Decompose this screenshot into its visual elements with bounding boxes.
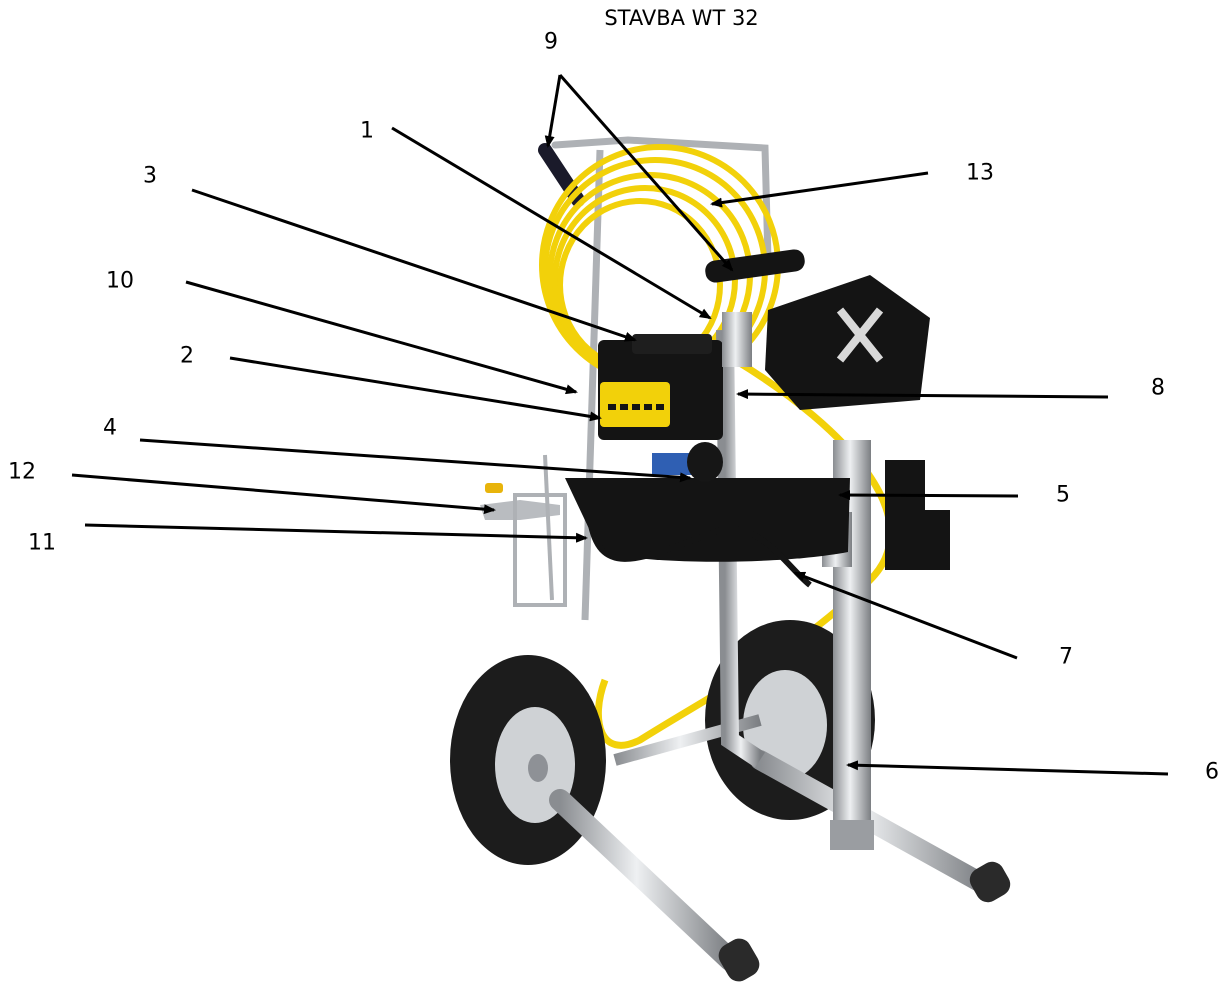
- spray-gun-rod: [543, 454, 554, 601]
- spray-gun-holder: [513, 493, 567, 607]
- control-top: [632, 334, 712, 354]
- leader-7: [793, 571, 1018, 660]
- tray: [565, 478, 850, 562]
- frame-handle: [551, 136, 772, 264]
- pump-inlet: [830, 820, 874, 850]
- callout-label-13: 13: [966, 160, 994, 186]
- side-filter: [925, 510, 950, 570]
- callout-label-9: 9: [544, 29, 558, 55]
- leader-10: [185, 280, 578, 395]
- leader-4: [139, 438, 692, 483]
- callout-label-11: 11: [28, 530, 56, 556]
- leader-12: [71, 473, 496, 515]
- callout-label-7: 7: [1059, 644, 1073, 670]
- leader-11: [84, 523, 588, 543]
- callout-lines: [71, 74, 1169, 776]
- leader-1: [391, 126, 712, 320]
- top-handle: [705, 249, 805, 283]
- callout-label-3: 3: [143, 163, 157, 189]
- sprayer-illustration: [450, 136, 1011, 982]
- frame-upright: [716, 329, 765, 768]
- callout-label-1: 1: [360, 118, 374, 144]
- motor-housing: [765, 275, 930, 410]
- leg-left: [549, 789, 741, 971]
- motor-x-logo: [836, 307, 884, 363]
- spray-gun-tip: [485, 483, 503, 493]
- callout-label-4: 4: [103, 415, 117, 441]
- handle-grip: [538, 143, 585, 207]
- upper-chrome: [722, 312, 752, 367]
- leg-left-cap: [718, 938, 760, 982]
- black-hose: [587, 519, 812, 588]
- callout-label-6: 6: [1205, 759, 1219, 785]
- callout-label-5: 5: [1056, 482, 1070, 508]
- leg-right-cap: [969, 861, 1011, 903]
- leader-13: [710, 171, 929, 208]
- leader-8: [736, 389, 1109, 400]
- callout-label-12: 12: [8, 459, 36, 485]
- leader-6: [846, 760, 1169, 776]
- pressure-knob: [687, 442, 723, 482]
- callout-label-2: 2: [180, 343, 194, 369]
- leader-9a: [544, 74, 562, 148]
- page-title: STAVBA WT 32: [604, 6, 759, 30]
- spray-gun-barrel: [480, 500, 560, 520]
- blue-unit: [652, 453, 697, 475]
- leader-3: [191, 188, 637, 342]
- leader-5: [838, 490, 1019, 501]
- side-bracket: [885, 460, 925, 570]
- callout-label-10: 10: [106, 268, 134, 294]
- callout-label-8: 8: [1151, 375, 1165, 401]
- leader-9b: [558, 74, 734, 272]
- leader-2: [229, 356, 602, 422]
